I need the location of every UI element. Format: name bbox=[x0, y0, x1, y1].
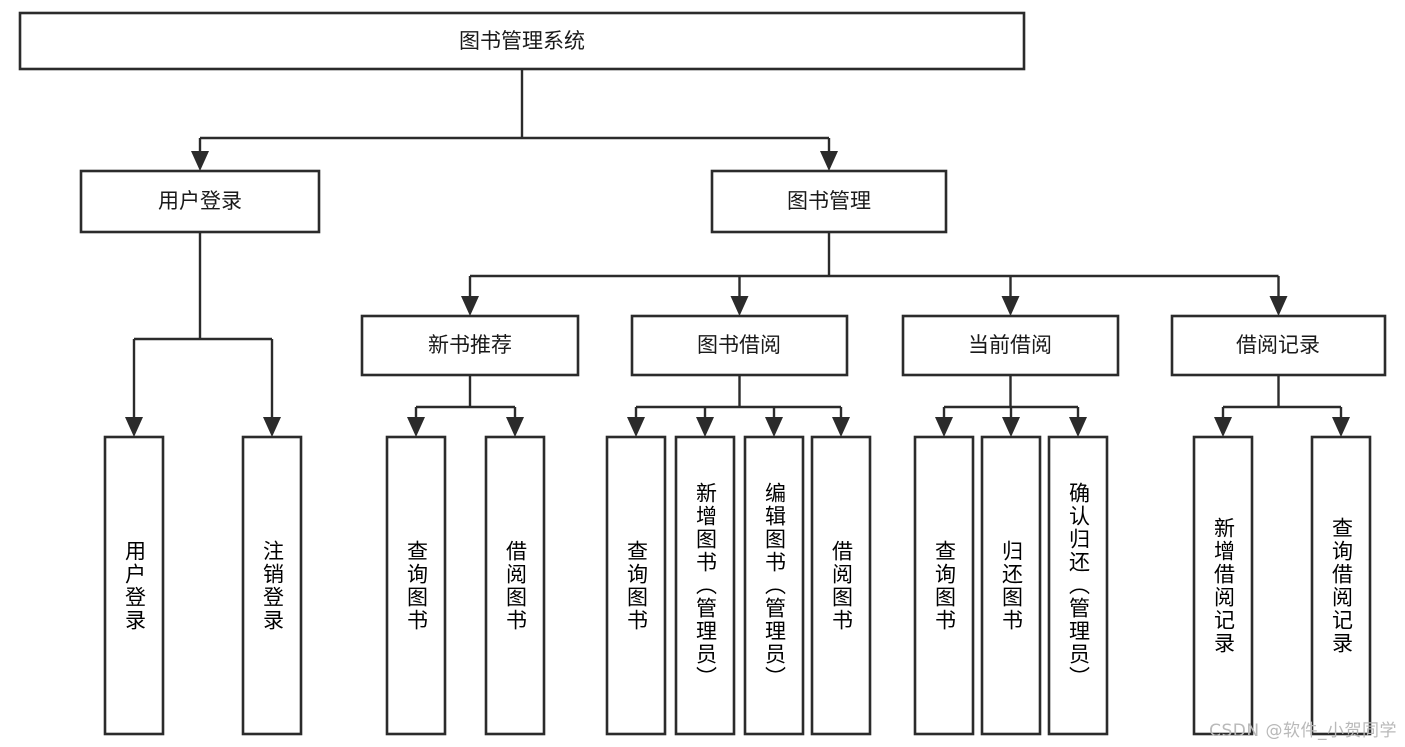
arrow-head-l3-new-book-0 bbox=[407, 417, 425, 437]
node-leaf-cb-return-box[interactable] bbox=[980, 435, 1042, 736]
node-leaf-bb-query-box[interactable] bbox=[605, 435, 667, 736]
node-leaf-rec-query-box[interactable] bbox=[1310, 435, 1372, 736]
node-l3-current-box[interactable] bbox=[901, 314, 1120, 377]
arrow-head-root-1 bbox=[820, 151, 838, 171]
arrow-head-l2-book-mgmt-2 bbox=[1001, 296, 1020, 316]
node-leaf-nb-query-box[interactable] bbox=[385, 435, 447, 736]
node-l3-new-book-box[interactable] bbox=[360, 314, 580, 377]
node-l3-records-box[interactable] bbox=[1170, 314, 1387, 377]
node-leaf-bb-add-box[interactable] bbox=[674, 435, 736, 736]
node-l2-book-mgmt[interactable]: 图书管理 bbox=[710, 169, 948, 234]
arrow-head-l3-current-2 bbox=[1069, 417, 1087, 437]
node-leaf-bb-edit-box[interactable] bbox=[743, 435, 805, 736]
leaf-rect-layer bbox=[103, 435, 1372, 736]
node-l3-borrow-label: 图书借阅 bbox=[697, 333, 781, 357]
arrow-head-l2-user-login-1 bbox=[263, 417, 281, 437]
arrow-head-l2-book-mgmt-1 bbox=[730, 296, 749, 316]
arrow-head-l3-records-0 bbox=[1214, 417, 1232, 437]
node-root-box[interactable] bbox=[18, 11, 1026, 71]
arrow-head-l2-book-mgmt-0 bbox=[461, 296, 479, 316]
arrow-head-root-0 bbox=[191, 151, 209, 171]
node-leaf-user-logout-box[interactable] bbox=[241, 435, 303, 736]
node-leaf-user-login-box[interactable] bbox=[103, 435, 165, 736]
node-root[interactable]: 图书管理系统 bbox=[18, 11, 1026, 71]
arrow-head-l3-new-book-1 bbox=[506, 417, 524, 437]
node-leaf-rec-add-box[interactable] bbox=[1192, 435, 1254, 736]
arrow-head-l2-book-mgmt-3 bbox=[1269, 296, 1288, 316]
node-l3-borrow[interactable]: 图书借阅 bbox=[630, 314, 849, 377]
watermark-text: CSDN @软件_小贺同学 bbox=[1209, 721, 1397, 741]
node-l3-new-book[interactable]: 新书推荐 bbox=[360, 314, 580, 377]
node-leaf-bb-borrow-box[interactable] bbox=[810, 435, 872, 736]
node-l3-records-label: 借阅记录 bbox=[1236, 333, 1320, 357]
node-l2-book-mgmt-box[interactable] bbox=[710, 169, 948, 234]
node-l2-user-login-box[interactable] bbox=[79, 169, 321, 234]
node-l2-user-login-label: 用户登录 bbox=[158, 189, 242, 213]
arrow-head-l3-borrow-1 bbox=[696, 417, 714, 437]
arrow-head-l3-borrow-3 bbox=[832, 417, 850, 437]
node-l3-records[interactable]: 借阅记录 bbox=[1170, 314, 1387, 377]
arrow-head-l3-records-1 bbox=[1332, 417, 1350, 437]
arrow-head-l2-user-login-0 bbox=[125, 417, 143, 437]
node-leaf-cb-query-box[interactable] bbox=[913, 435, 975, 736]
arrow-head-l3-borrow-0 bbox=[627, 417, 645, 437]
node-l2-book-mgmt-label: 图书管理 bbox=[787, 189, 871, 213]
node-l3-borrow-box[interactable] bbox=[630, 314, 849, 377]
arrow-head-l3-borrow-2 bbox=[765, 417, 783, 437]
node-l3-new-book-label: 新书推荐 bbox=[428, 333, 512, 357]
connector-layer bbox=[125, 69, 1350, 437]
node-leaf-cb-confirm-box[interactable] bbox=[1047, 435, 1109, 736]
node-l2-user-login[interactable]: 用户登录 bbox=[79, 169, 321, 234]
arrow-head-l3-current-0 bbox=[935, 417, 953, 437]
node-root-label: 图书管理系统 bbox=[459, 29, 585, 53]
arrow-head-l3-current-1 bbox=[1002, 417, 1020, 437]
node-l3-current[interactable]: 当前借阅 bbox=[901, 314, 1120, 377]
node-l3-current-label: 当前借阅 bbox=[968, 333, 1052, 357]
node-leaf-nb-borrow-box[interactable] bbox=[484, 435, 546, 736]
